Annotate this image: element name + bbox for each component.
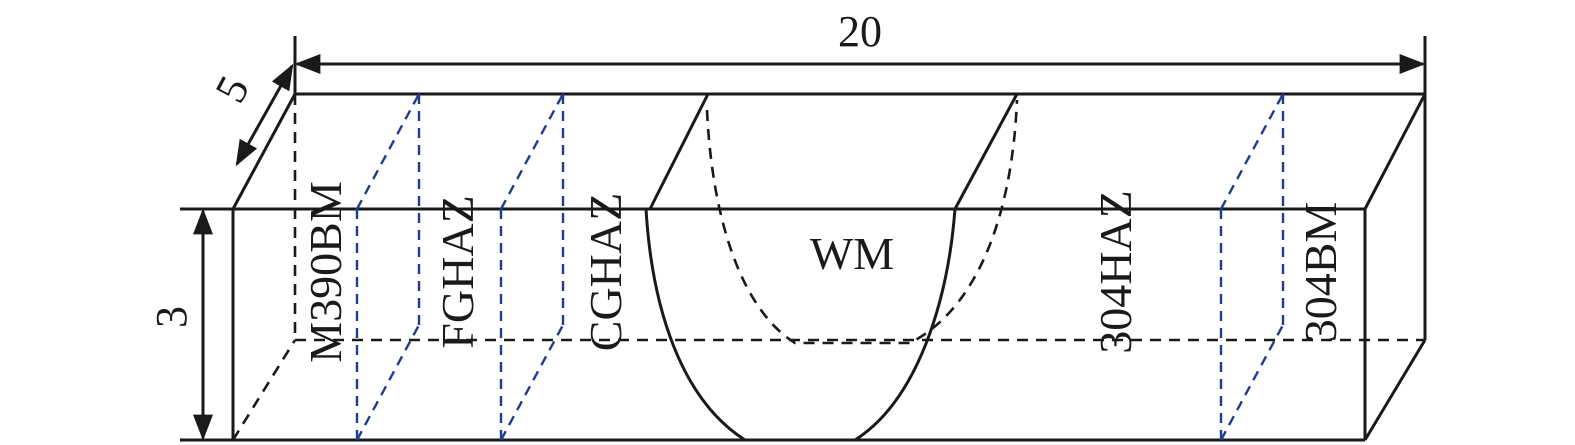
hidden-edges [231, 94, 1425, 441]
zone-label-304bm: 304BM [1295, 202, 1346, 343]
zone-label-fghaz: FGHAZ [432, 195, 483, 348]
depth-dimension [235, 63, 294, 167]
boundary-m390bm-fghaz [355, 93, 421, 441]
height-label: 3 [147, 306, 196, 328]
zone-label-304haz: 304HAZ [1090, 190, 1141, 354]
length-dimension [293, 36, 1427, 94]
length-label: 20 [838, 7, 882, 56]
weld-metal-outline [644, 93, 1019, 442]
depth-label: 5 [205, 68, 259, 110]
boundary-fghaz-cghaz [499, 93, 565, 441]
zone-label-m390bm: M390BM [300, 181, 351, 362]
boundary-304haz-304bm [1219, 93, 1285, 441]
zone-label-wm: WM [810, 228, 894, 279]
zone-label-cghaz: CGHAZ [580, 193, 631, 351]
height-dimension [180, 207, 233, 442]
